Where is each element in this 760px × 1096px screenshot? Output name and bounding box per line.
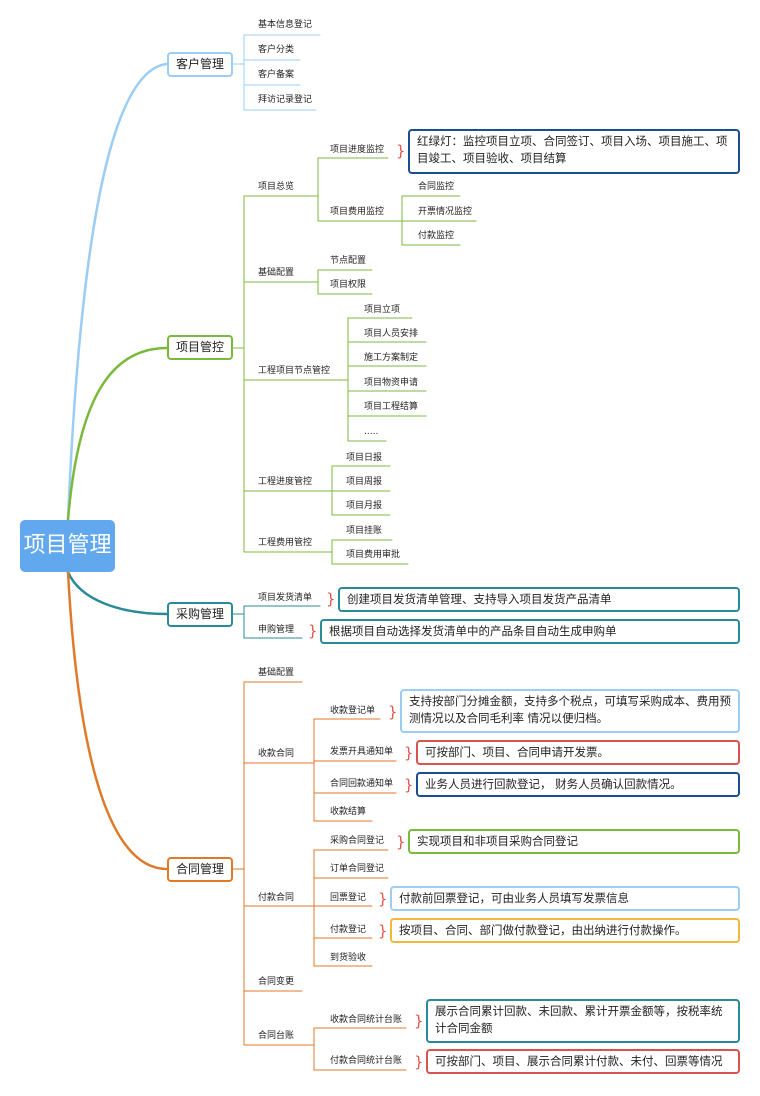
brace-icon: } [404,744,414,762]
customer-item[interactable]: 客户分类 [258,45,295,55]
receive-ledger-note[interactable]: 展示合同累计回款、未回款、累计开票金额等，按税率统计合同金额 [426,999,740,1043]
progress-control[interactable]: 工程进度管控 [258,477,313,487]
progress-control-item[interactable]: 项目日报 [346,453,383,463]
back-notice[interactable]: 合同回款通知单 [330,779,394,789]
project-overview[interactable]: 项目总览 [258,182,295,192]
cost-monitor-item[interactable]: 付款监控 [418,231,455,241]
brace-icon: } [308,622,318,640]
order-contract-reg[interactable]: 订单合同登记 [330,864,385,874]
root-to-customer [66,62,169,522]
cost-control-item[interactable]: 项目费用审批 [346,550,401,560]
contract-ledger[interactable]: 合同台账 [258,1031,295,1041]
node-control-item[interactable]: 施工方案制定 [364,353,419,363]
root-to-contract [66,570,169,871]
base-config-item[interactable]: 节点配置 [330,256,367,266]
receive-contract[interactable]: 收款合同 [258,749,295,759]
brace-icon: } [414,1012,424,1030]
brace-icon: } [414,1053,424,1071]
contract-base-config[interactable]: 基础配置 [258,668,295,678]
cost-control[interactable]: 工程费用管控 [258,538,313,548]
project-base-config[interactable]: 基础配置 [258,268,295,278]
invoice-notice[interactable]: 发票开具通知单 [330,747,394,757]
receive-bill-note[interactable]: 支持按部门分摊金额，支持多个税点，可填写采购成本、费用预测情况以及合同毛利率 情… [400,689,740,733]
receive-bill[interactable]: 收款登记单 [330,706,376,716]
node-control-item[interactable]: 项目立项 [364,305,401,315]
brace-icon: } [404,776,414,794]
node-control-item[interactable]: 项目人员安排 [364,329,419,339]
root-to-project [66,346,169,522]
purchase-contract-reg[interactable]: 采购合同登记 [330,836,385,846]
cost-monitor-item[interactable]: 开票情况监控 [418,207,473,217]
pay-reg-note[interactable]: 按项目、合同、部门做付款登记，由出纳进行付款操作。 [390,918,740,943]
back-notice-note[interactable]: 业务人员进行回款登记， 财务人员确认回款情况。 [416,772,740,797]
node-control-item[interactable]: 项目工程结算 [364,402,419,412]
purchase-node[interactable]: 采购管理 [167,602,233,627]
pay-reg[interactable]: 付款登记 [330,925,367,935]
receive-ledger[interactable]: 收款合同统计台账 [330,1015,403,1025]
arrival-check[interactable]: 到货验收 [330,953,367,963]
purchase-contract-reg-note[interactable]: 实现项目和非项目采购合同登记 [408,829,740,854]
return-ticket-note[interactable]: 付款前回票登记，可由业务人员填写发票信息 [390,886,740,911]
purchase-list[interactable]: 项目发货清单 [258,593,313,603]
cost-control-item[interactable]: 项目挂账 [346,526,383,536]
project-cost-monitor[interactable]: 项目费用监控 [330,207,385,217]
purchase-request-note[interactable]: 根据项目自动选择发货清单中的产品条目自动生成申购单 [320,619,740,644]
brace-icon: } [396,142,406,160]
return-ticket-reg[interactable]: 回票登记 [330,893,367,903]
brace-icon: } [388,703,398,721]
progress-monitor-note[interactable]: 红绿灯：监控项目立项、合同签订、项目入场、项目施工、项目竣工、项目验收、项目结算 [408,129,740,174]
progress-control-item[interactable]: 项目周报 [346,477,383,487]
root-to-purchase [66,570,169,616]
project-node[interactable]: 项目管控 [167,335,233,360]
purchase-list-note[interactable]: 创建项目发货清单管理、支持导入项目发货产品清单 [338,587,740,612]
node-control-item[interactable]: ..... [364,427,379,437]
cost-monitor-item[interactable]: 合同监控 [418,182,455,192]
brace-icon: } [396,833,406,851]
pay-ledger-note[interactable]: 可按部门、项目、展示合同累计付款、未付、回票等情况 [426,1049,740,1074]
brace-icon: } [378,890,388,908]
node-control[interactable]: 工程项目节点管控 [258,366,331,376]
receive-settle[interactable]: 收款结算 [330,807,367,817]
customer-node[interactable]: 客户管理 [167,52,233,77]
contract-change[interactable]: 合同变更 [258,977,295,987]
purchase-request[interactable]: 申购管理 [258,625,295,635]
pay-ledger[interactable]: 付款合同统计台账 [330,1056,403,1066]
brace-icon: } [378,922,388,940]
project-progress-monitor[interactable]: 项目进度监控 [330,145,385,155]
customer-item[interactable]: 拜访记录登记 [258,95,313,105]
progress-control-item[interactable]: 项目月报 [346,501,383,511]
brace-icon: } [326,590,336,608]
node-control-item[interactable]: 项目物资申请 [364,378,419,388]
customer-item[interactable]: 客户备案 [258,70,295,80]
invoice-notice-note[interactable]: 可按部门、项目、合同申请开发票。 [416,740,740,765]
base-config-item[interactable]: 项目权限 [330,280,367,290]
contract-node[interactable]: 合同管理 [167,857,233,882]
root-node[interactable]: 项目管理 [20,520,115,572]
pay-contract[interactable]: 付款合同 [258,893,295,903]
customer-item[interactable]: 基本信息登记 [258,20,313,30]
